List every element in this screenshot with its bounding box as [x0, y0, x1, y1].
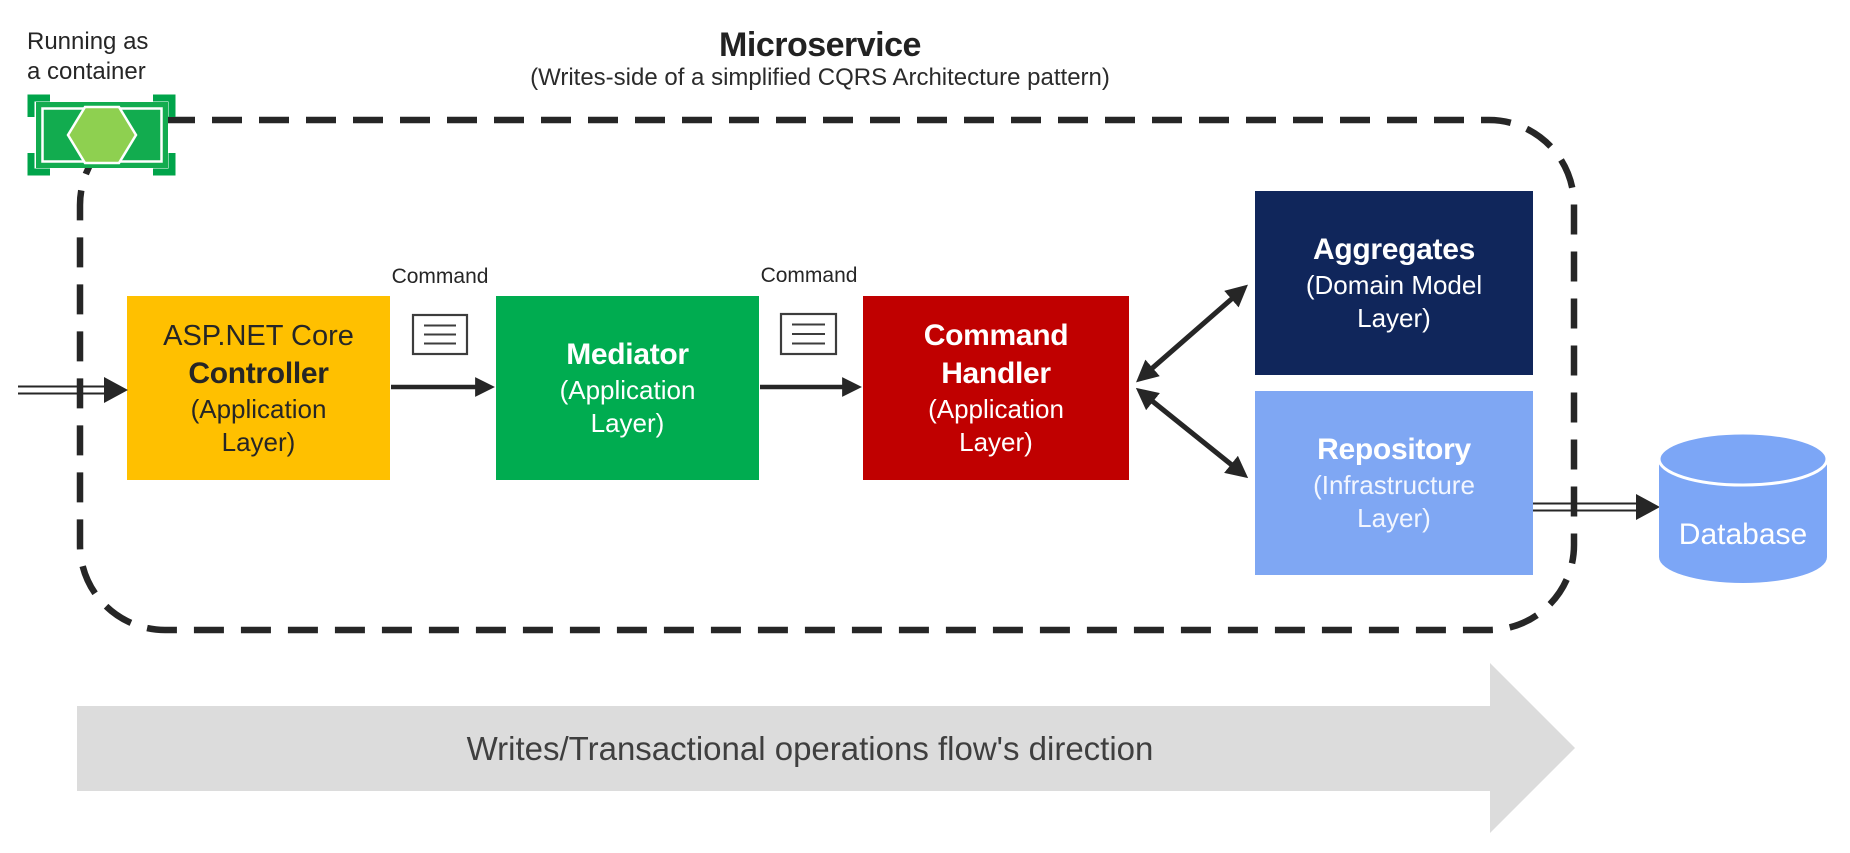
command-label-2: Command: [760, 264, 858, 287]
repository-to-database-arrow: [1533, 494, 1660, 520]
container-badge-label-line2: a container: [27, 58, 146, 85]
command-handler-box: [863, 296, 1129, 480]
repository-box: [1255, 391, 1533, 575]
database-label: Database: [1678, 518, 1808, 551]
controller-box: [127, 296, 390, 480]
command-message-icon: [411, 313, 469, 356]
container-badge-label-line1: Running as: [27, 28, 149, 55]
page-subtitle: (Writes-side of a simplified CQRS Archit…: [530, 64, 1110, 91]
container-icon: [27, 94, 176, 176]
aggregates-box: [1255, 191, 1533, 375]
microservice-boundary: [76, 116, 1578, 634]
arrow-handler-repository: [1135, 387, 1249, 479]
mediator-box: [496, 296, 759, 480]
command-label-1: Command: [391, 265, 489, 288]
container-badge-label: Running as a container: [27, 27, 227, 87]
page-title: Microservice: [719, 26, 921, 64]
flow-direction-label: Writes/Transactional operations flow's d…: [466, 730, 1154, 767]
incoming-request-arrow: [18, 377, 128, 403]
flow-direction-arrow: [77, 663, 1575, 833]
arrow-handler-aggregates: [1136, 284, 1248, 383]
database-icon: [1657, 431, 1829, 583]
command-message-icon: [779, 312, 838, 356]
